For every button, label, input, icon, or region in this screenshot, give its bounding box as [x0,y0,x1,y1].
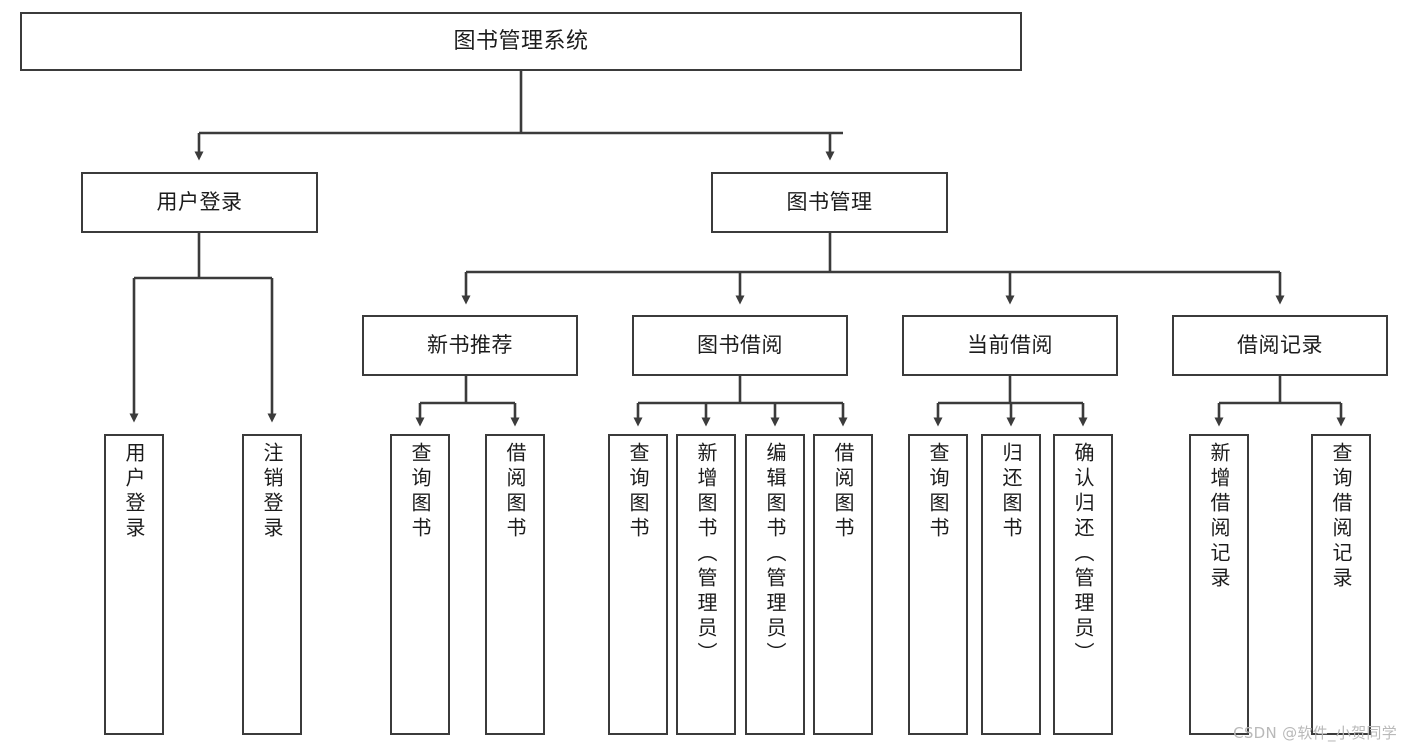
leaf-book-borrow-edit[interactable]: 编辑图书（管理员） [745,434,805,735]
node-label: 确认归还（管理员） [1071,442,1095,667]
node-label: 编辑图书（管理员） [763,442,787,667]
node-label: 图书管理 [786,190,873,215]
node-label: 归还图书 [999,442,1023,542]
watermark: CSDN @软件_小贺同学 [1233,724,1397,742]
node-user-login[interactable]: 用户登录 [81,172,318,233]
node-label: 查询借阅记录 [1329,442,1353,592]
leaf-user-login-login[interactable]: 用户登录 [104,434,164,735]
leaf-new-book-query[interactable]: 查询图书 [390,434,450,735]
node-book-borrow[interactable]: 图书借阅 [632,315,848,376]
leaf-new-book-borrow[interactable]: 借阅图书 [485,434,545,735]
leaf-borrow-record-query[interactable]: 查询借阅记录 [1311,434,1371,735]
node-label: 新增借阅记录 [1207,442,1231,592]
node-label: 新增图书（管理员） [694,442,718,667]
node-label: 借阅图书 [503,442,527,542]
node-root-system[interactable]: 图书管理系统 [20,12,1022,71]
leaf-book-borrow-add[interactable]: 新增图书（管理员） [676,434,736,735]
node-label: 借阅记录 [1237,333,1323,358]
node-current-borrow[interactable]: 当前借阅 [902,315,1118,376]
node-label: 借阅图书 [831,442,855,542]
node-label: 新书推荐 [427,333,513,358]
node-label: 用户登录 [122,442,146,542]
leaf-current-borrow-confirm-return[interactable]: 确认归还（管理员） [1053,434,1113,735]
node-label: 图书管理系统 [453,28,589,54]
node-new-book-recommend[interactable]: 新书推荐 [362,315,578,376]
node-label: 图书借阅 [697,333,783,358]
node-borrow-record[interactable]: 借阅记录 [1172,315,1388,376]
leaf-user-login-logout[interactable]: 注销登录 [242,434,302,735]
leaf-borrow-record-add[interactable]: 新增借阅记录 [1189,434,1249,735]
leaf-current-borrow-query[interactable]: 查询图书 [908,434,968,735]
node-book-management[interactable]: 图书管理 [711,172,948,233]
leaf-book-borrow-query[interactable]: 查询图书 [608,434,668,735]
node-label: 当前借阅 [967,333,1053,358]
node-label: 查询图书 [626,442,650,542]
leaf-book-borrow-borrow[interactable]: 借阅图书 [813,434,873,735]
leaf-current-borrow-return[interactable]: 归还图书 [981,434,1041,735]
node-label: 查询图书 [926,442,950,542]
node-label: 查询图书 [408,442,432,542]
node-label: 注销登录 [260,442,284,542]
node-label: 用户登录 [156,190,243,215]
